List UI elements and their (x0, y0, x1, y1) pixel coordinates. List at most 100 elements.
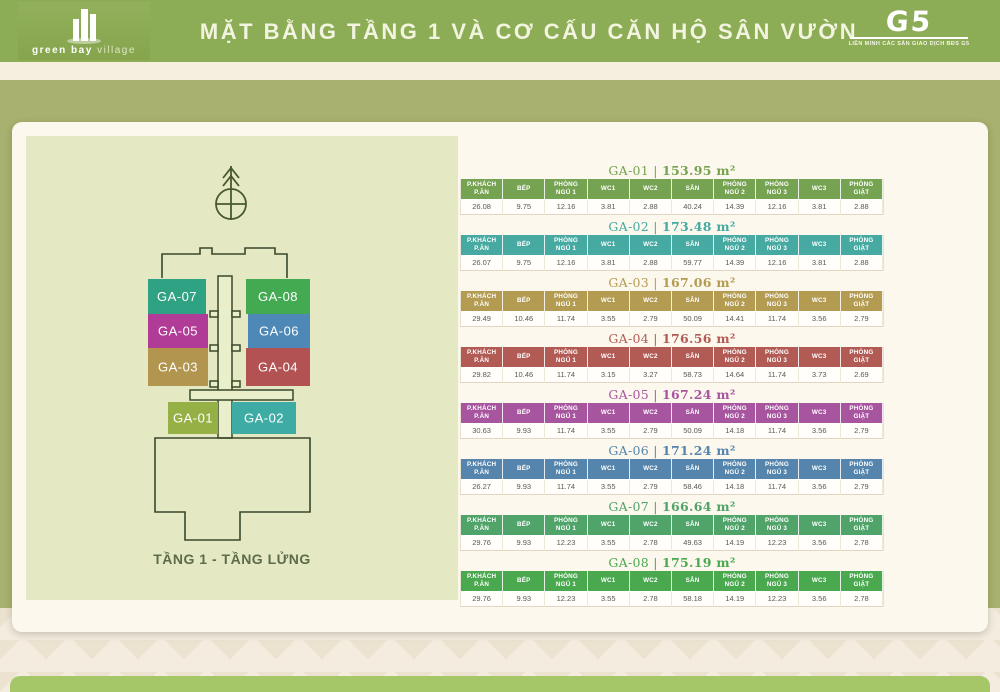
column-header-cell: WC1 (587, 291, 630, 312)
area-value-cell: 12.16 (545, 256, 588, 271)
column-header-cell: BẾP (503, 515, 546, 536)
g5-logo: G5 LIÊN MINH CÁC SÀN GIAO DỊCH BĐS G5 (834, 5, 984, 47)
g5-logo-text: G5 (884, 5, 934, 38)
area-value-cell: 14.64 (714, 368, 757, 383)
area-value-cell: 11.74 (756, 312, 799, 327)
column-header-cell: PHÒNG NGỦ 1 (545, 515, 588, 536)
area-value-cell: 30.63 (461, 424, 504, 439)
area-value-cell: 14.39 (714, 256, 757, 271)
apartment-total-area: 173.48 m² (662, 219, 736, 234)
area-value-cell: 2.78 (629, 536, 672, 551)
column-header-cell: PHÒNG NGỦ 2 (714, 291, 757, 312)
column-header-cell: P.KHÁCH P.ĂN (461, 459, 504, 480)
plan-unit-label: GA-08 (258, 289, 298, 304)
column-header-cell: WC2 (629, 403, 672, 424)
building-icon (67, 9, 101, 44)
column-header-cell: P.KHÁCH P.ĂN (461, 571, 504, 592)
corridor-tab (231, 344, 241, 352)
column-header-cell: PHÒNG NGỦ 2 (714, 459, 757, 480)
column-header-cell: PHÒNG NGỦ 2 (714, 515, 757, 536)
column-header-cell: WC1 (587, 179, 630, 200)
area-value-cell: 3.55 (587, 424, 630, 439)
apartment-title: GA-04 | 176.56 m² (460, 332, 884, 345)
column-header-cell: WC1 (587, 571, 630, 592)
area-value-cell: 9.75 (503, 200, 546, 215)
apartment-id: GA-08 | (608, 555, 663, 570)
area-value-cell: 3.73 (798, 368, 841, 383)
apartment-total-area: 176.56 m² (662, 331, 736, 346)
plan-unit-label: GA-03 (158, 360, 198, 375)
area-value-cell: 2.88 (629, 256, 672, 271)
column-header-cell: PHÒNG GIẶT (840, 459, 883, 480)
column-header-cell: P.KHÁCH P.ĂN (461, 179, 504, 200)
area-value-cell: 11.74 (545, 480, 588, 495)
column-header-cell: PHÒNG NGỦ 3 (756, 291, 799, 312)
column-header-cell: P.KHÁCH P.ĂN (461, 235, 504, 256)
area-value-cell: 12.16 (545, 200, 588, 215)
column-header-cell: WC3 (798, 571, 841, 592)
area-value-cell: 3.81 (798, 200, 841, 215)
column-header-cell: WC1 (587, 403, 630, 424)
column-header-cell: PHÒNG NGỦ 1 (545, 347, 588, 368)
apartment-title: GA-06 | 171.24 m² (460, 444, 884, 457)
column-header-cell: WC2 (629, 347, 672, 368)
area-value-cell: 12.23 (756, 536, 799, 551)
column-header-cell: BẾP (503, 347, 546, 368)
g5-tagline: LIÊN MINH CÁC SÀN GIAO DỊCH BĐS G5 (848, 41, 970, 47)
header-bar: green bay village MẶT BẰNG TẦNG 1 VÀ CƠ … (0, 0, 1000, 62)
area-value-cell: 9.93 (503, 424, 546, 439)
apartment-total-area: 153.95 m² (662, 163, 736, 178)
column-header-cell: WC1 (587, 515, 630, 536)
column-header-cell: WC2 (629, 235, 672, 256)
plan-unit-ga-08 (246, 279, 310, 314)
area-value-cell: 14.19 (714, 536, 757, 551)
apartment-title: GA-07 | 166.64 m² (460, 500, 884, 513)
apartment-id: GA-03 | (608, 275, 663, 290)
column-header-cell: PHÒNG NGỦ 3 (756, 571, 799, 592)
area-value-cell: 50.09 (672, 424, 715, 439)
area-value-cell: 14.39 (714, 200, 757, 215)
plan-unit-label: GA-01 (173, 411, 213, 426)
area-value-cell: 12.23 (756, 592, 799, 607)
column-header-cell: P.KHÁCH P.ĂN (461, 515, 504, 536)
area-value-cell: 29.76 (461, 536, 504, 551)
apartment-title: GA-01 | 153.95 m² (460, 164, 884, 177)
area-value-cell: 49.63 (672, 536, 715, 551)
building-outline-top (161, 247, 288, 278)
column-header-cell: SÂN (672, 347, 715, 368)
area-value-cell: 3.55 (587, 480, 630, 495)
column-header-cell: PHÒNG NGỦ 1 (545, 403, 588, 424)
area-value-cell: 26.27 (461, 480, 504, 495)
column-header-cell: PHÒNG NGỦ 3 (756, 235, 799, 256)
apartment-id: GA-04 | (608, 331, 663, 346)
area-value-cell: 3.56 (798, 536, 841, 551)
column-header-cell: WC1 (587, 235, 630, 256)
plan-unit-ga-07 (148, 279, 206, 314)
column-header-cell: PHÒNG NGỦ 3 (756, 347, 799, 368)
column-header-cell: WC1 (587, 347, 630, 368)
column-header-cell: WC3 (798, 515, 841, 536)
area-value-cell: 11.74 (545, 368, 588, 383)
plan-unit-label: GA-02 (244, 411, 284, 426)
plan-unit-ga-03 (148, 348, 208, 386)
column-header-cell: SÂN (672, 459, 715, 480)
column-header-cell: WC3 (798, 291, 841, 312)
column-header-cell: P.KHÁCH P.ĂN (461, 347, 504, 368)
column-header-cell: PHÒNG GIẶT (840, 403, 883, 424)
area-value-cell: 26.08 (461, 200, 504, 215)
column-header-cell: PHÒNG GIẶT (840, 179, 883, 200)
area-value-cell: 11.74 (545, 424, 588, 439)
